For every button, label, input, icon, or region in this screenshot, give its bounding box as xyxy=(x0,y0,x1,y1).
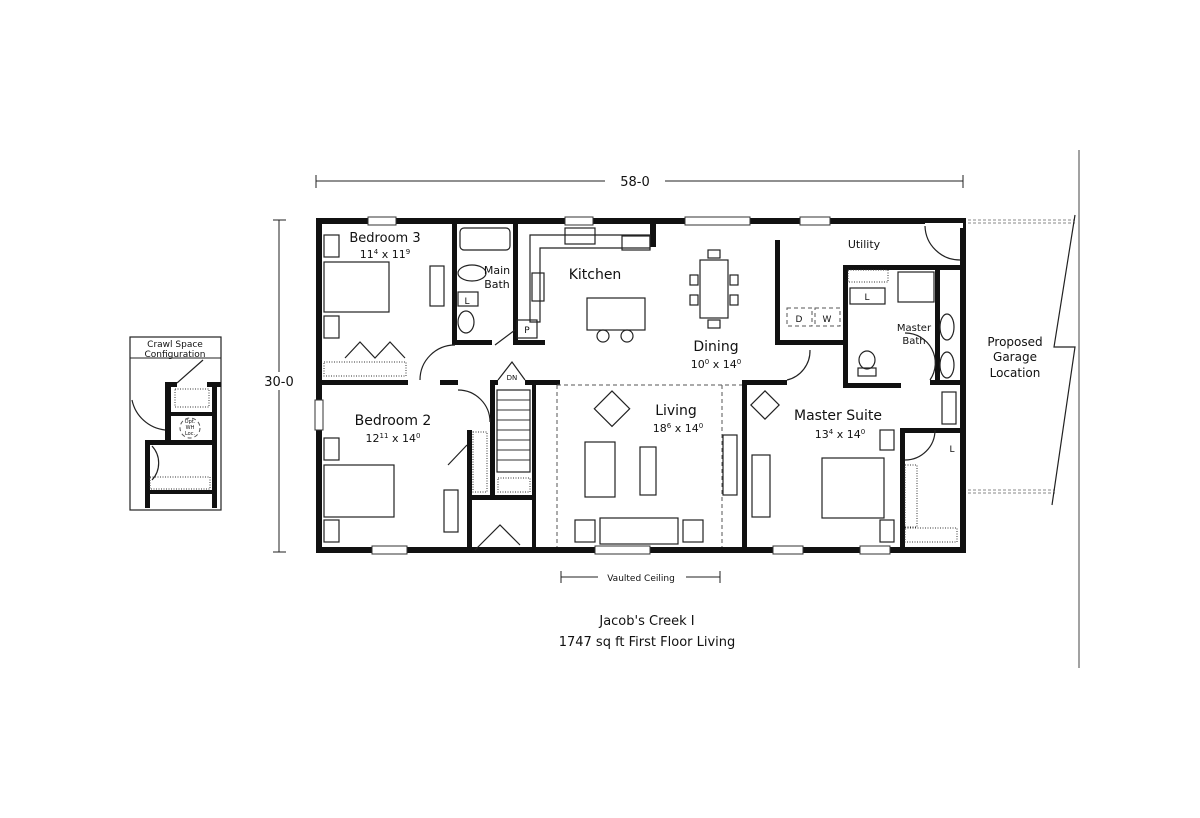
bedroom3-label: Bedroom 3 xyxy=(349,231,420,246)
living-dims: 186 x 140 xyxy=(653,422,703,435)
pantry-label: P xyxy=(524,326,530,336)
vaulted-ceiling-label: Vaulted Ceiling xyxy=(607,574,675,584)
linen-label-master: L xyxy=(949,445,954,455)
exterior-walls xyxy=(314,216,966,555)
crawl-title-2: Configuration xyxy=(144,350,205,360)
master-bath-label-1: Master xyxy=(897,323,932,334)
furniture: L P L L D W xyxy=(323,227,957,545)
living-label: Living xyxy=(655,403,697,419)
stairs-down-label: DN xyxy=(507,374,518,382)
main-bath-label-1: Main xyxy=(484,264,510,277)
crawl-title-1: Crawl Space xyxy=(147,340,203,350)
master-suite-dims: 134 x 140 xyxy=(815,428,865,441)
main-bath-label-2: Bath xyxy=(484,278,510,291)
utility-label: Utility xyxy=(848,238,881,251)
kitchen-label: Kitchen xyxy=(569,267,622,283)
width-dimension: 58-0 xyxy=(315,172,964,190)
dryer-label: D xyxy=(796,315,803,325)
wh-label-3: Loc. xyxy=(185,431,196,437)
linen-label-utility: L xyxy=(864,293,869,303)
plan-area-caption: 1747 sq ft First Floor Living xyxy=(559,635,736,650)
garage-label-2: Garage xyxy=(993,350,1037,364)
doors: DN xyxy=(344,225,961,551)
proposed-garage: Proposed Garage Location xyxy=(963,150,1080,668)
stairs xyxy=(496,389,531,473)
crawl-space-inset: Crawl Space Configuration Opt. WH Loc. xyxy=(129,336,222,511)
garage-label-1: Proposed xyxy=(987,335,1042,349)
dining-dims: 100 x 140 xyxy=(691,358,741,371)
room-labels: Bedroom 3 114 x 119 Main Bath Kitchen Di… xyxy=(349,231,932,445)
vaulted-ceiling-dimension: Vaulted Ceiling xyxy=(560,570,721,584)
depth-dimension: 30-0 xyxy=(255,219,303,553)
bedroom3-dims: 114 x 119 xyxy=(360,248,410,261)
master-bath-label-2: Bath xyxy=(902,336,925,347)
interior-walls xyxy=(318,222,963,553)
plan-name: Jacob's Creek I xyxy=(598,614,694,629)
master-suite-label: Master Suite xyxy=(794,408,882,424)
dining-label: Dining xyxy=(693,339,738,355)
bedroom2-label: Bedroom 2 xyxy=(355,413,432,429)
wh-label-1: Opt. xyxy=(185,419,196,425)
wh-label-2: WH xyxy=(186,425,195,431)
washer-label: W xyxy=(823,315,832,325)
garage-label-3: Location xyxy=(990,366,1041,380)
closet-rods xyxy=(323,269,958,543)
width-label: 58-0 xyxy=(620,175,650,190)
depth-label: 30-0 xyxy=(264,375,294,390)
bedroom2-dims: 1211 x 140 xyxy=(366,432,421,445)
linen-label-main: L xyxy=(464,297,469,307)
